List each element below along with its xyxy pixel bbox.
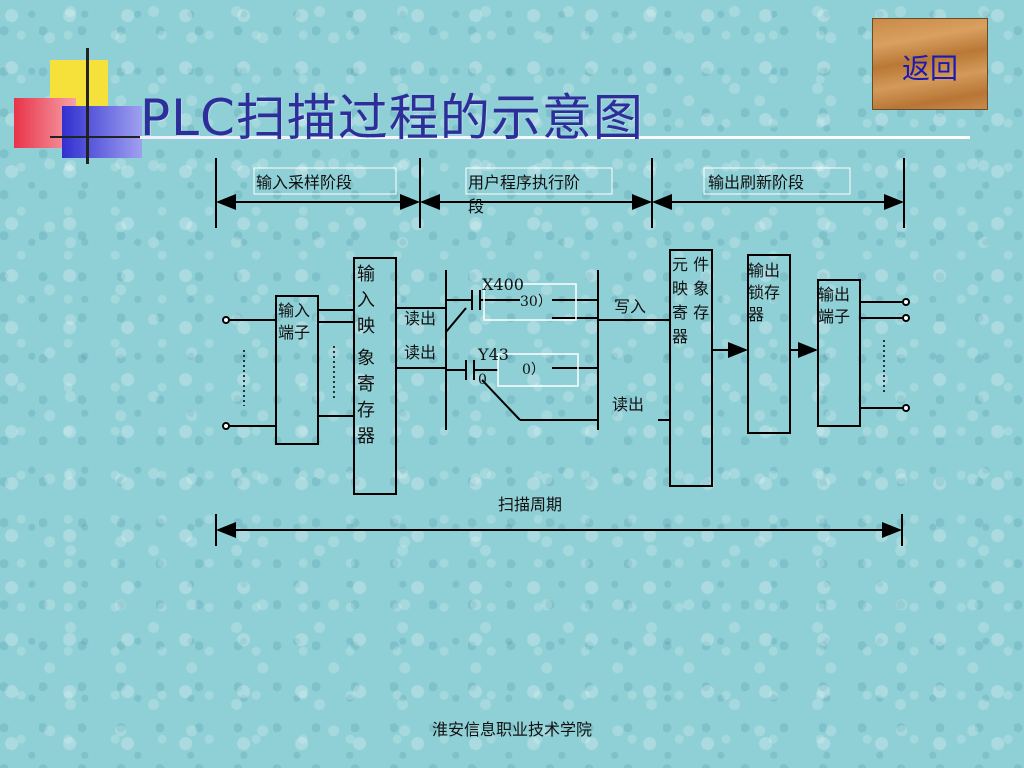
- output-latch-box: [747, 254, 791, 434]
- coil-1-box: [483, 283, 577, 321]
- read-out-label-1: 读出: [404, 309, 436, 328]
- output-terminal-dot: [902, 314, 910, 322]
- input-terminal-dot: [222, 422, 230, 430]
- phase-label-exec-cont: 段: [468, 197, 484, 216]
- vertical-rule: [86, 48, 89, 164]
- element-register-label: 寄 存: [672, 303, 709, 322]
- element-register-label: 器: [672, 327, 688, 346]
- read-out-label-2: 读出: [404, 343, 436, 362]
- output-terminal-label: 输出: [818, 285, 850, 304]
- phase-box-exec: [465, 167, 613, 195]
- page-title: PLC扫描过程的示意图: [140, 89, 644, 147]
- read-out-label-3: 读出: [612, 395, 644, 414]
- input-register-label: 存: [357, 400, 375, 421]
- phase-box-input: [253, 167, 397, 195]
- output-latch-label: 输出: [748, 261, 780, 280]
- output-terminal-dot: [902, 404, 910, 412]
- input-terminal-label: 端子: [278, 323, 310, 342]
- output-latch-label: 器: [748, 305, 764, 324]
- input-register-label: 器: [357, 426, 375, 447]
- scan-cycle-label: 扫描周期: [498, 495, 562, 514]
- element-image-register-box: [669, 249, 713, 487]
- title-underline: [140, 136, 970, 139]
- element-register-label: 映 象: [672, 279, 709, 298]
- x400-label: X400: [482, 275, 524, 294]
- blue-square: [62, 106, 142, 158]
- rung2-switch: [481, 379, 521, 421]
- coil-1-label: 30）: [520, 294, 552, 310]
- output-latch-label: 锁存: [748, 283, 780, 302]
- input-terminal-dot: [222, 316, 230, 324]
- input-register-label: 寄: [357, 374, 375, 395]
- phase-label-output: 输出刷新阶段: [708, 173, 804, 192]
- output-terminal-dot: [902, 298, 910, 306]
- rung1-switch: [445, 307, 467, 333]
- output-terminal-box: [817, 279, 861, 427]
- phase-label-exec: 用户程序执行阶: [468, 173, 580, 192]
- input-terminal-label: 输入: [278, 301, 310, 320]
- y43-label: Y43: [477, 345, 509, 364]
- input-register-label: 入: [357, 290, 375, 311]
- write-in-label: 写入: [614, 297, 646, 316]
- phase-box-output: [703, 167, 851, 195]
- output-terminal-label: 端子: [818, 307, 850, 326]
- element-register-label: 元 件: [672, 255, 709, 274]
- footer-institution: 淮安信息职业技术学院: [431, 720, 592, 739]
- back-button[interactable]: 返回: [872, 18, 988, 110]
- input-image-register-box: [353, 257, 397, 495]
- horizontal-rule-left: [50, 136, 158, 138]
- coil-2-box: [497, 353, 579, 387]
- y43-suffix: 0: [478, 372, 487, 388]
- input-terminal-box: [275, 295, 319, 445]
- logo-decoration: [14, 48, 158, 168]
- coil-2-label: 0）: [522, 362, 545, 378]
- phase-label-input: 输入采样阶段: [256, 173, 352, 192]
- input-register-label: 映: [357, 316, 375, 337]
- input-register-label: 输: [357, 264, 375, 285]
- input-register-label: 象: [357, 348, 375, 369]
